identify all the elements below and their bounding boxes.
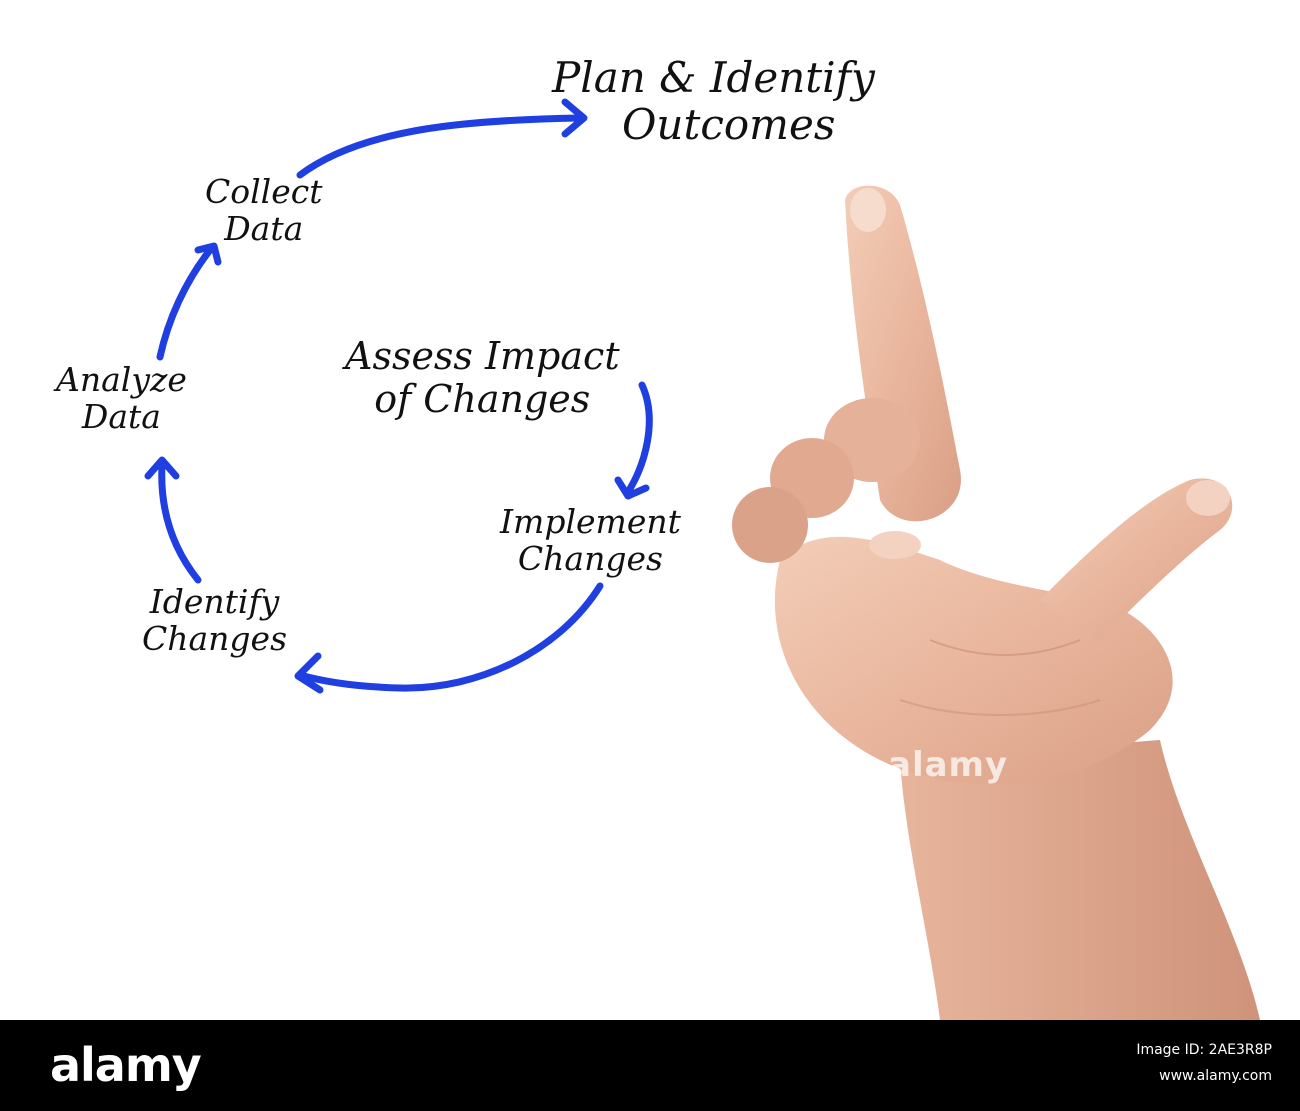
arrowhead-plan (561, 98, 588, 138)
step-assess-line-2: of Changes (374, 376, 591, 421)
arrowhead-implement (614, 476, 650, 500)
diagram-canvas (144, 98, 1260, 1020)
arrow-assess-to-implement (624, 381, 653, 496)
watermark: alamy (888, 745, 1009, 785)
footer-bar: alamy Image ID: 2AE3R8P www.alamy.com (0, 1020, 1300, 1111)
step-analyze-data: Analyze Data (56, 360, 187, 436)
step-collect-line-2: Data (224, 208, 304, 248)
step-identify-line-2: Changes (142, 618, 288, 658)
arrow-collect-to-plan (296, 114, 584, 179)
image-id: Image ID: 2AE3R8P (1136, 1042, 1272, 1058)
step-identify-line-1: Identify (149, 582, 280, 621)
arrow-analyze-to-collect (156, 246, 214, 361)
hand-illustration (732, 185, 1260, 1020)
step-collect-line-1: Collect (205, 172, 323, 211)
step-identify-changes: Identify Changes (142, 582, 288, 658)
step-plan-line-2: Outcomes (622, 100, 836, 150)
step-implement-line-1: Implement (500, 502, 681, 541)
arrow-implement-to-identify (296, 582, 604, 692)
step-assess-line-1: Assess Impact (345, 334, 620, 378)
brand-logo: alamy (50, 1038, 202, 1092)
step-analyze-line-2: Data (81, 396, 161, 436)
step-collect-data: Collect Data (205, 172, 323, 248)
arrowhead-analyze (144, 456, 180, 480)
step-implement-line-2: Changes (517, 538, 663, 578)
step-plan-identify-outcomes: Plan & Identify Outcomes (552, 54, 875, 148)
step-plan-line-1: Plan & Identify (552, 53, 875, 102)
step-analyze-line-1: Analyze (56, 360, 187, 399)
arrow-identify-to-analyze (158, 461, 202, 584)
arrowhead-identify (294, 652, 324, 694)
step-implement-changes: Implement Changes (500, 502, 681, 578)
domain-link[interactable]: www.alamy.com (1159, 1068, 1272, 1084)
step-assess-impact: Assess Impact of Changes (345, 335, 620, 420)
cycle-arrows (144, 98, 653, 694)
arrowhead-collect (194, 242, 222, 266)
